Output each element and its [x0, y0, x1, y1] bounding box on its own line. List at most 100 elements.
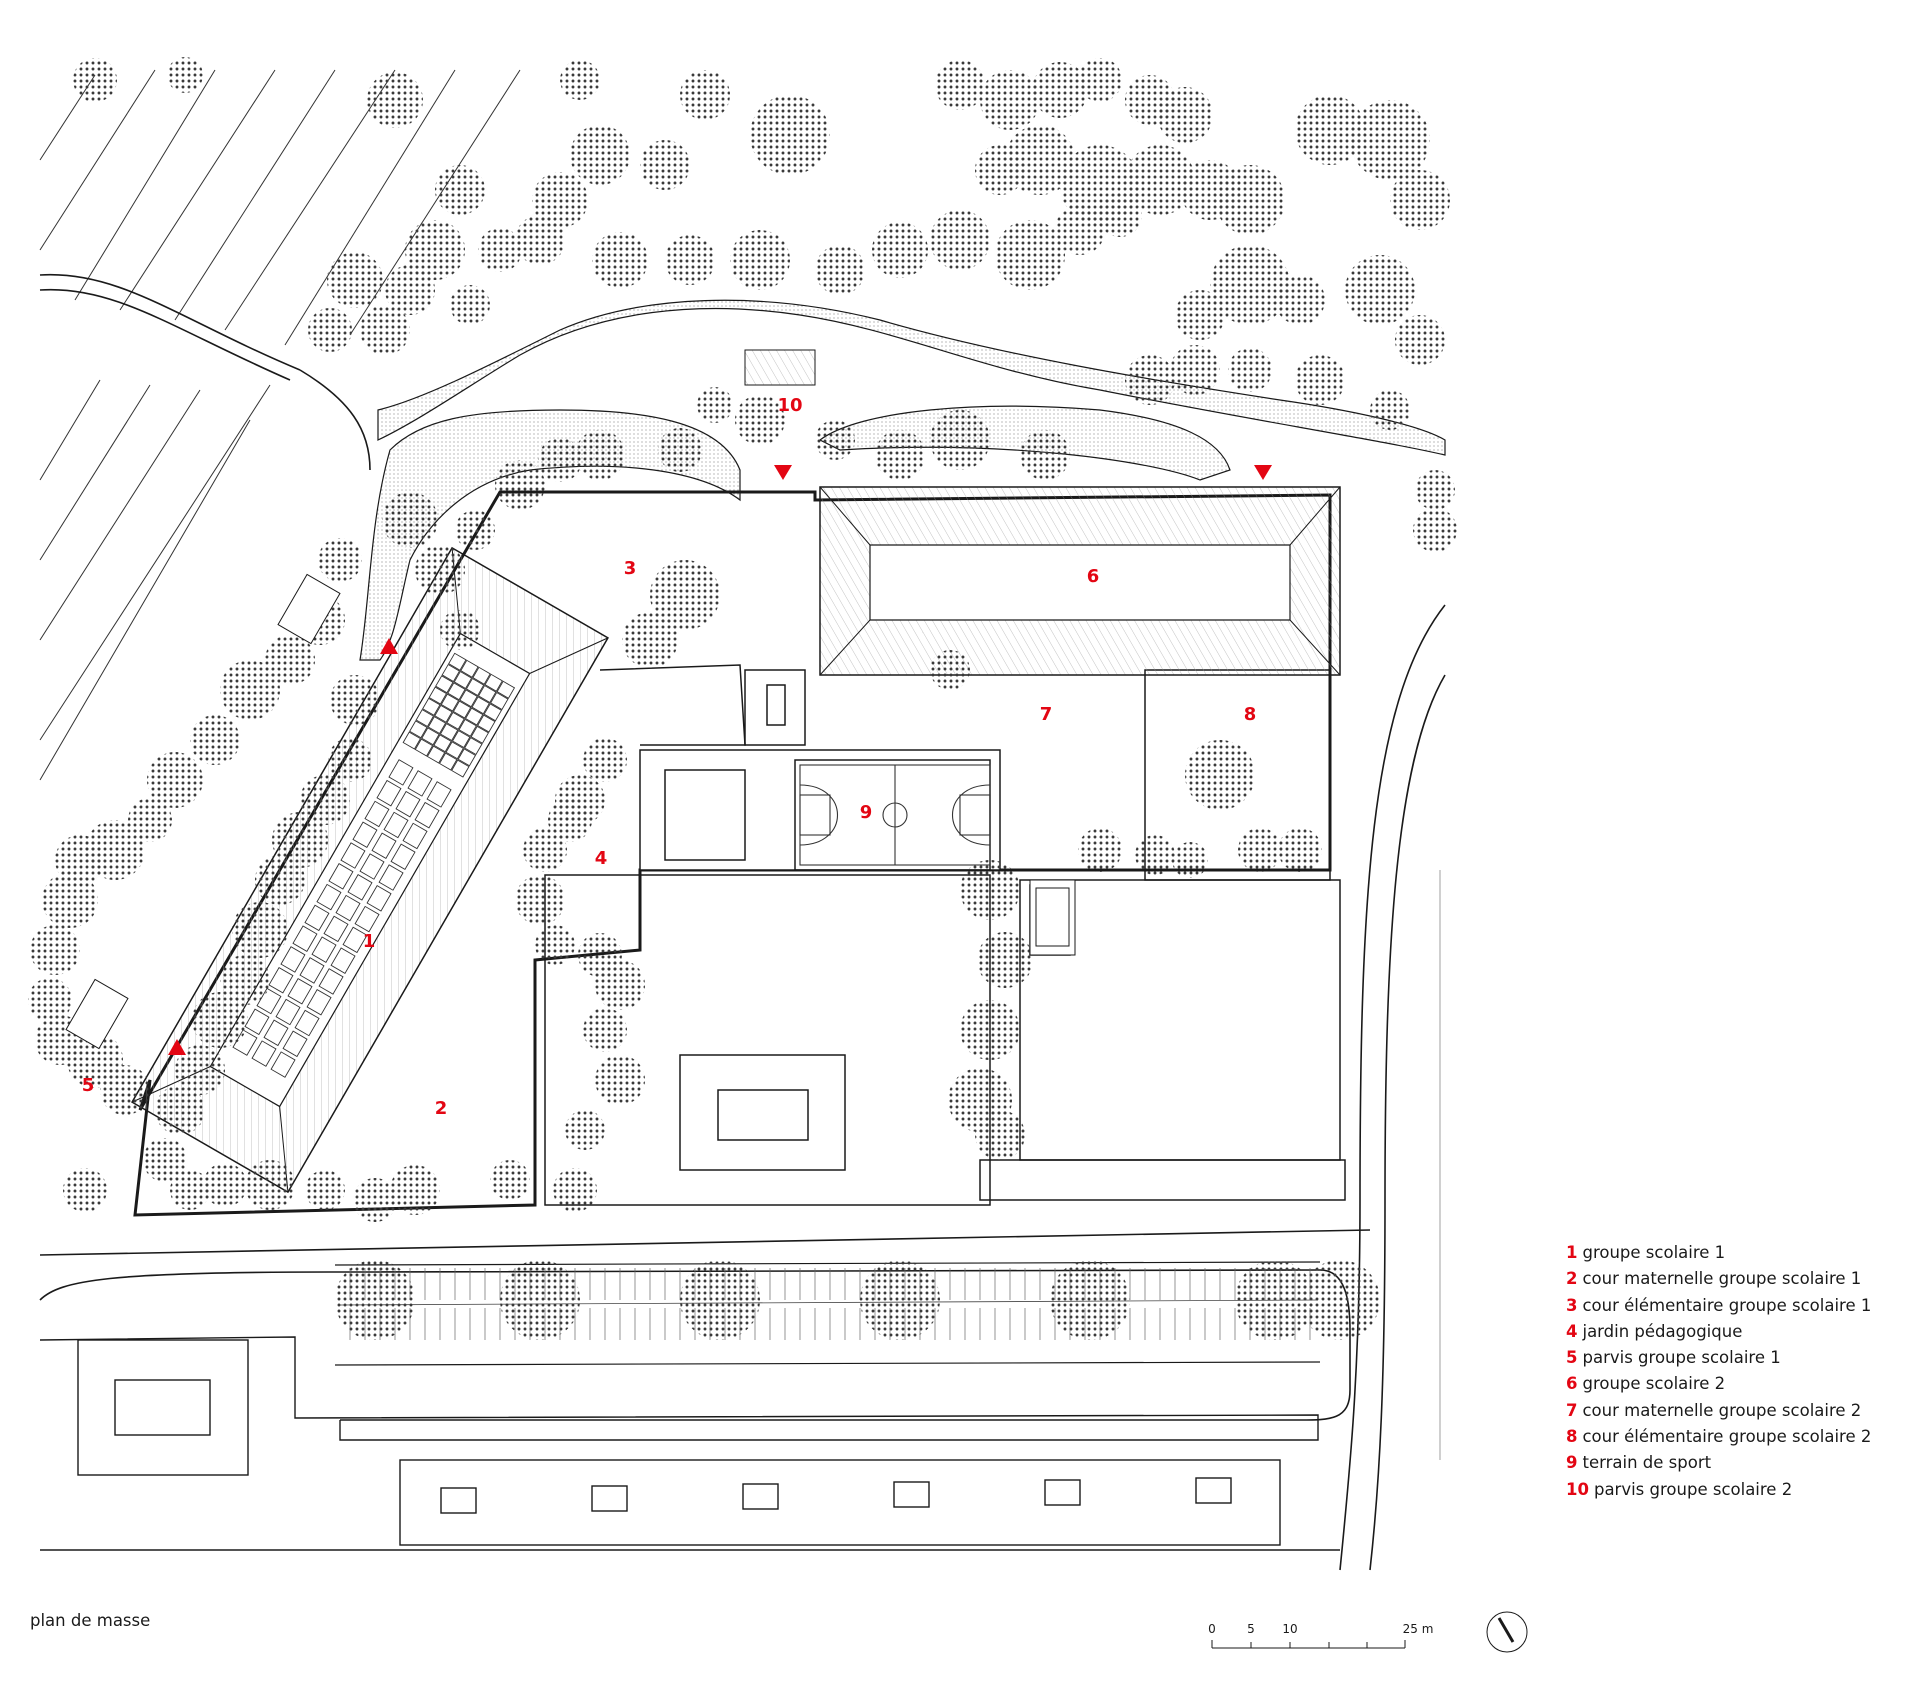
tree: [328, 738, 372, 782]
tree: [1060, 145, 1140, 225]
shelters: [65, 349, 1076, 1050]
tree: [583, 738, 627, 782]
tree: [730, 230, 790, 290]
tree: [1300, 1260, 1380, 1340]
tree: [353, 1178, 397, 1222]
label-4: 4: [595, 848, 608, 869]
tree: [815, 245, 865, 295]
scale-bar: 0 5 10 25 m: [1208, 1622, 1433, 1649]
tree: [622, 612, 678, 668]
tree: [415, 545, 465, 595]
tree: [220, 955, 270, 1005]
tree: [995, 220, 1065, 290]
tree: [308, 308, 352, 352]
legend-number: 5: [1566, 1348, 1578, 1368]
tree: [220, 660, 280, 720]
tree: [592, 232, 648, 288]
sport-court: [799, 764, 991, 866]
scale-5: 5: [1247, 1622, 1255, 1636]
tree: [1235, 1260, 1315, 1340]
tree: [658, 428, 702, 472]
tree: [1395, 315, 1445, 365]
tree: [42, 872, 98, 928]
tree: [147, 752, 203, 808]
tree: [665, 235, 715, 285]
label-2: 2: [435, 1098, 448, 1119]
legend-text: cour élémentaire groupe scolaire 1: [1582, 1295, 1872, 1315]
tree: [192, 992, 248, 1048]
tree: [1295, 95, 1365, 165]
parking-blocks: [39, 1336, 1319, 1546]
tree: [935, 60, 985, 110]
tree: [385, 265, 435, 315]
tree: [1413, 508, 1457, 552]
tree: [515, 215, 565, 265]
tree: [495, 460, 545, 510]
tree: [1295, 355, 1345, 405]
tree: [595, 1055, 645, 1105]
tree: [523, 828, 567, 872]
tree: [750, 95, 830, 175]
tree: [1275, 275, 1325, 325]
tree: [390, 1165, 440, 1215]
tree: [327, 252, 383, 308]
tree: [28, 978, 72, 1022]
tree: [548, 798, 592, 842]
site-structures: [544, 664, 1346, 1206]
tree: [680, 70, 730, 120]
label-10: 10: [777, 395, 802, 416]
building-groupe-scolaire-2: [819, 486, 1341, 676]
tree: [255, 855, 305, 905]
tree: [272, 812, 328, 868]
drawing-title: plan de masse: [30, 1611, 151, 1630]
tree: [1005, 125, 1075, 195]
legend-number: 8: [1566, 1427, 1578, 1447]
tree: [435, 165, 485, 215]
tree: [735, 395, 785, 445]
legend-number: 4: [1566, 1321, 1578, 1341]
tree: [1032, 62, 1088, 118]
legend-number: 2: [1566, 1269, 1578, 1289]
tree: [100, 1065, 150, 1115]
tree: [167, 57, 203, 93]
tree: [143, 1138, 187, 1182]
tree: [1228, 348, 1272, 392]
tree: [30, 925, 80, 975]
tree: [553, 1168, 597, 1212]
legend-text: cour maternelle groupe scolaire 2: [1582, 1400, 1862, 1420]
tree: [1125, 355, 1175, 405]
tree: [245, 1160, 295, 1210]
label-9: 9: [860, 802, 873, 823]
tree: [515, 875, 565, 925]
legend-text: parvis groupe scolaire 2: [1593, 1479, 1793, 1499]
legend-text: cour élémentaire groupe scolaire 2: [1582, 1427, 1872, 1447]
tree: [980, 70, 1040, 130]
tree: [975, 1110, 1025, 1160]
tree: [532, 172, 588, 228]
legend-text: terrain de sport: [1582, 1453, 1712, 1473]
tree: [73, 58, 117, 102]
tree: [1210, 245, 1290, 325]
tree: [500, 1260, 580, 1340]
tree: [535, 925, 575, 965]
tree: [697, 387, 733, 423]
label-7: 7: [1040, 704, 1053, 725]
tree: [930, 210, 990, 270]
entrance-triangle-icon: [380, 638, 398, 654]
tree: [570, 125, 630, 185]
tree: [335, 1260, 415, 1340]
scale-10: 10: [1282, 1622, 1297, 1636]
tree: [1050, 1260, 1130, 1340]
tree: [1415, 470, 1455, 510]
tree: [1238, 828, 1282, 872]
tree: [170, 1170, 210, 1210]
tree: [1350, 100, 1430, 180]
parking-stalls: [334, 1261, 1321, 1366]
